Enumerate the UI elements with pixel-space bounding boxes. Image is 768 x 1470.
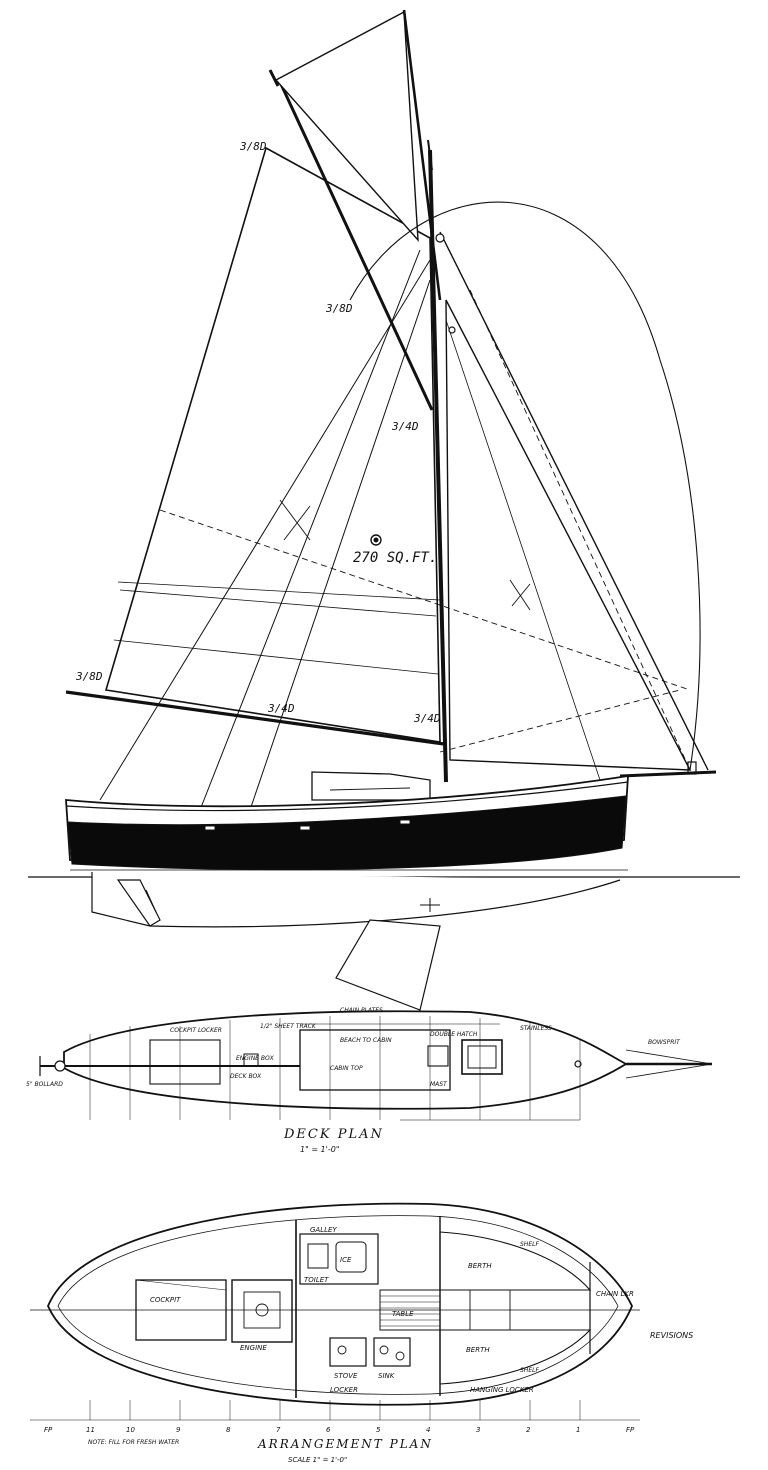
room-berth-starboard: BERTH — [466, 1346, 490, 1354]
room-table: TABLE — [392, 1310, 414, 1318]
station-11: 11 — [86, 1426, 95, 1434]
room-ice: ICE — [340, 1256, 352, 1264]
topsail — [274, 10, 419, 242]
deck-note-5: STAINLESS — [520, 1025, 552, 1032]
station-2: 2 — [526, 1426, 531, 1434]
room-galley: GALLEY — [310, 1226, 337, 1234]
deck-plan — [39, 1010, 713, 1121]
backstay — [99, 259, 431, 801]
deck-note-4: DOUBLE HATCH — [430, 1031, 478, 1038]
bowsprit — [619, 770, 717, 778]
station-10: 10 — [126, 1426, 135, 1434]
jib — [445, 299, 692, 771]
centerboard — [335, 919, 441, 1011]
cockpit — [135, 1279, 227, 1341]
berth-starboard — [439, 1329, 592, 1385]
room-locker: LOCKER — [330, 1386, 358, 1394]
arrangement-outline — [47, 1202, 633, 1406]
arrangement-rooms: COCKPIT ENGINE GALLEY SINK STOVE ICE BER… — [150, 1226, 693, 1394]
room-shelf-1: SHELF — [520, 1241, 539, 1248]
deck-plan-notes: CHAIN PLATES 1/2" SHEET TRACK BEACH TO C… — [26, 1007, 681, 1088]
station-fp-fwd: FP — [626, 1426, 635, 1434]
underwater-hull — [91, 872, 621, 928]
deck-note-8: CABIN TOP — [330, 1065, 363, 1072]
deck-plan-scale: 1" = 1'-0" — [300, 1145, 340, 1154]
gaff — [278, 81, 434, 411]
arrangement-note: NOTE: FILL FOR FRESH WATER — [88, 1439, 179, 1446]
sail-plan — [65, 9, 717, 811]
forestay — [439, 231, 709, 771]
station-7: 7 — [276, 1426, 281, 1434]
room-toilet: TOILET — [304, 1276, 329, 1284]
deck-hatch — [461, 1039, 503, 1075]
arrangement-plan-title: ARRANGEMENT PLAN — [257, 1437, 433, 1451]
station-fp-aft: FP — [44, 1426, 53, 1434]
deck-cockpit — [149, 1039, 221, 1085]
hull-boottop — [67, 795, 627, 871]
stove — [329, 1337, 367, 1367]
cabin-trunk — [311, 771, 431, 801]
room-engine: ENGINE — [240, 1344, 267, 1352]
block-label-4: 3/4D — [267, 702, 295, 715]
block-label-1: 3/8D — [239, 140, 267, 153]
station-5: 5 — [376, 1426, 381, 1434]
hull-profile — [28, 774, 740, 1011]
room-hanging-locker: HANGING LOCKER — [470, 1386, 534, 1394]
station-3: 3 — [476, 1426, 480, 1434]
reaching-sail-arc — [349, 201, 701, 771]
deck-note-2: 1/2" SHEET TRACK — [260, 1023, 317, 1030]
engine-box — [231, 1279, 293, 1343]
rudder — [116, 879, 161, 927]
block-label-2: 3/8D — [325, 302, 353, 315]
station-6: 6 — [326, 1426, 331, 1434]
room-chain-locker: CHAIN LKR — [596, 1290, 634, 1298]
deck-note-11: COCKPIT LOCKER — [170, 1027, 222, 1034]
room-cockpit: COCKPIT — [150, 1296, 181, 1304]
sink — [373, 1337, 411, 1367]
deck-note-10: ENGINE BOX — [236, 1055, 275, 1062]
deck-note-1: CHAIN PLATES — [340, 1007, 383, 1014]
revisions-label: REVISIONS — [650, 1331, 693, 1340]
block-label-5: 3/8D — [75, 670, 103, 683]
station-labels: FP 11 10 9 8 7 6 5 4 3 2 1 FP — [44, 1426, 635, 1434]
deck-note-12: 5" BOLLARD — [26, 1081, 63, 1088]
deck-note-7: DECK BOX — [230, 1073, 262, 1080]
station-8: 8 — [226, 1426, 231, 1434]
deck-note-3: BEACH TO CABIN — [340, 1037, 392, 1044]
sail-area-label: 270 SQ.FT. — [353, 550, 437, 566]
room-sink: SINK — [378, 1372, 396, 1380]
block-label-3: 3/4D — [391, 420, 419, 433]
mast — [428, 149, 448, 783]
galley-counter — [299, 1233, 379, 1285]
station-4: 4 — [426, 1426, 430, 1434]
room-shelf-2: SHELF — [520, 1367, 539, 1374]
station-1: 1 — [576, 1426, 580, 1434]
block-label-6: 3/4D — [413, 712, 441, 725]
room-stove: STOVE — [334, 1372, 358, 1380]
arrangement-plan-scale: SCALE 1" = 1'-0" — [288, 1456, 347, 1464]
deck-note-9: MAST — [430, 1081, 448, 1088]
deck-plan-title: DECK PLAN — [283, 1127, 384, 1142]
deck-cabin-top — [299, 1029, 451, 1091]
room-berth-port: BERTH — [468, 1262, 492, 1270]
sail-seams — [113, 581, 441, 675]
boom — [65, 690, 445, 746]
mainsail — [104, 146, 441, 743]
deck-note-6: BOWSPRIT — [648, 1039, 681, 1046]
station-9: 9 — [176, 1426, 181, 1434]
arrangement-plan — [30, 1202, 640, 1421]
